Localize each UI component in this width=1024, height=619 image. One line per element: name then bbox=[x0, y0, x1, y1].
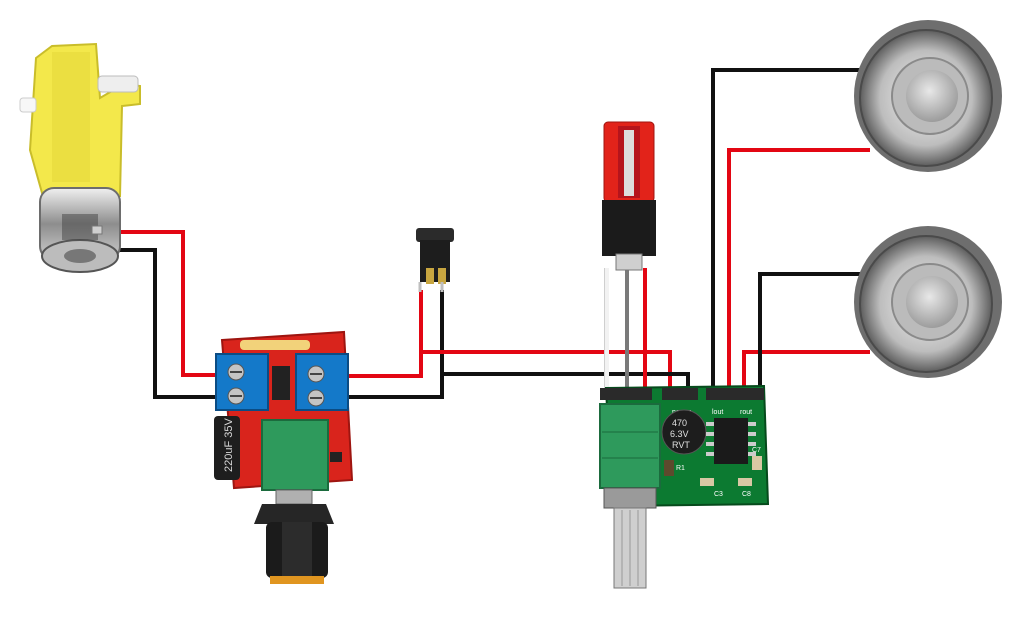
label-c3: C3 bbox=[714, 491, 723, 498]
speaker-icon bbox=[854, 20, 1002, 172]
potentiometer bbox=[599, 403, 661, 489]
motor-icon bbox=[19, 42, 141, 273]
capacitor: 220uF 35V bbox=[214, 416, 240, 480]
label-rout: rout bbox=[740, 409, 752, 416]
label-c8: C8 bbox=[742, 491, 751, 498]
shaft-icon bbox=[603, 487, 657, 589]
terminal-block bbox=[295, 353, 349, 411]
wire-pwm-black bbox=[345, 290, 444, 399]
wire-spk1-red bbox=[727, 148, 870, 392]
capacitor: 470 6.3V RVT bbox=[661, 409, 707, 455]
wire-spk1-black bbox=[711, 68, 860, 392]
cap-voltage: 6.3V bbox=[670, 429, 689, 439]
wire-power-red bbox=[421, 350, 672, 392]
label-lout: lout bbox=[712, 409, 723, 416]
pwm-controller: 220uF 35V bbox=[214, 330, 354, 584]
pin-header bbox=[600, 388, 764, 400]
wire-motor-red bbox=[98, 230, 237, 377]
wire-spk2-black bbox=[758, 272, 860, 392]
speaker-icon bbox=[854, 226, 1002, 378]
amplifier-board: power lout rout 470 6.3V RVT bbox=[599, 384, 770, 589]
potentiometer bbox=[261, 419, 329, 491]
capacitor-label: 220uF 35V bbox=[223, 418, 235, 472]
wire-pwm-red bbox=[345, 290, 423, 378]
terminal-block bbox=[215, 353, 269, 411]
label-r1: R1 bbox=[676, 465, 685, 472]
dc-jack-icon bbox=[416, 228, 454, 292]
wire-spk2-red bbox=[742, 350, 870, 392]
label-c7: C7 bbox=[752, 447, 761, 454]
ic-chip bbox=[706, 418, 756, 464]
wire-motor-black bbox=[98, 248, 237, 399]
audio-jack-icon bbox=[602, 121, 656, 271]
cap-series: RVT bbox=[672, 440, 690, 450]
knob-icon bbox=[254, 489, 334, 584]
cap-value: 470 bbox=[672, 418, 687, 428]
wires bbox=[98, 68, 870, 399]
